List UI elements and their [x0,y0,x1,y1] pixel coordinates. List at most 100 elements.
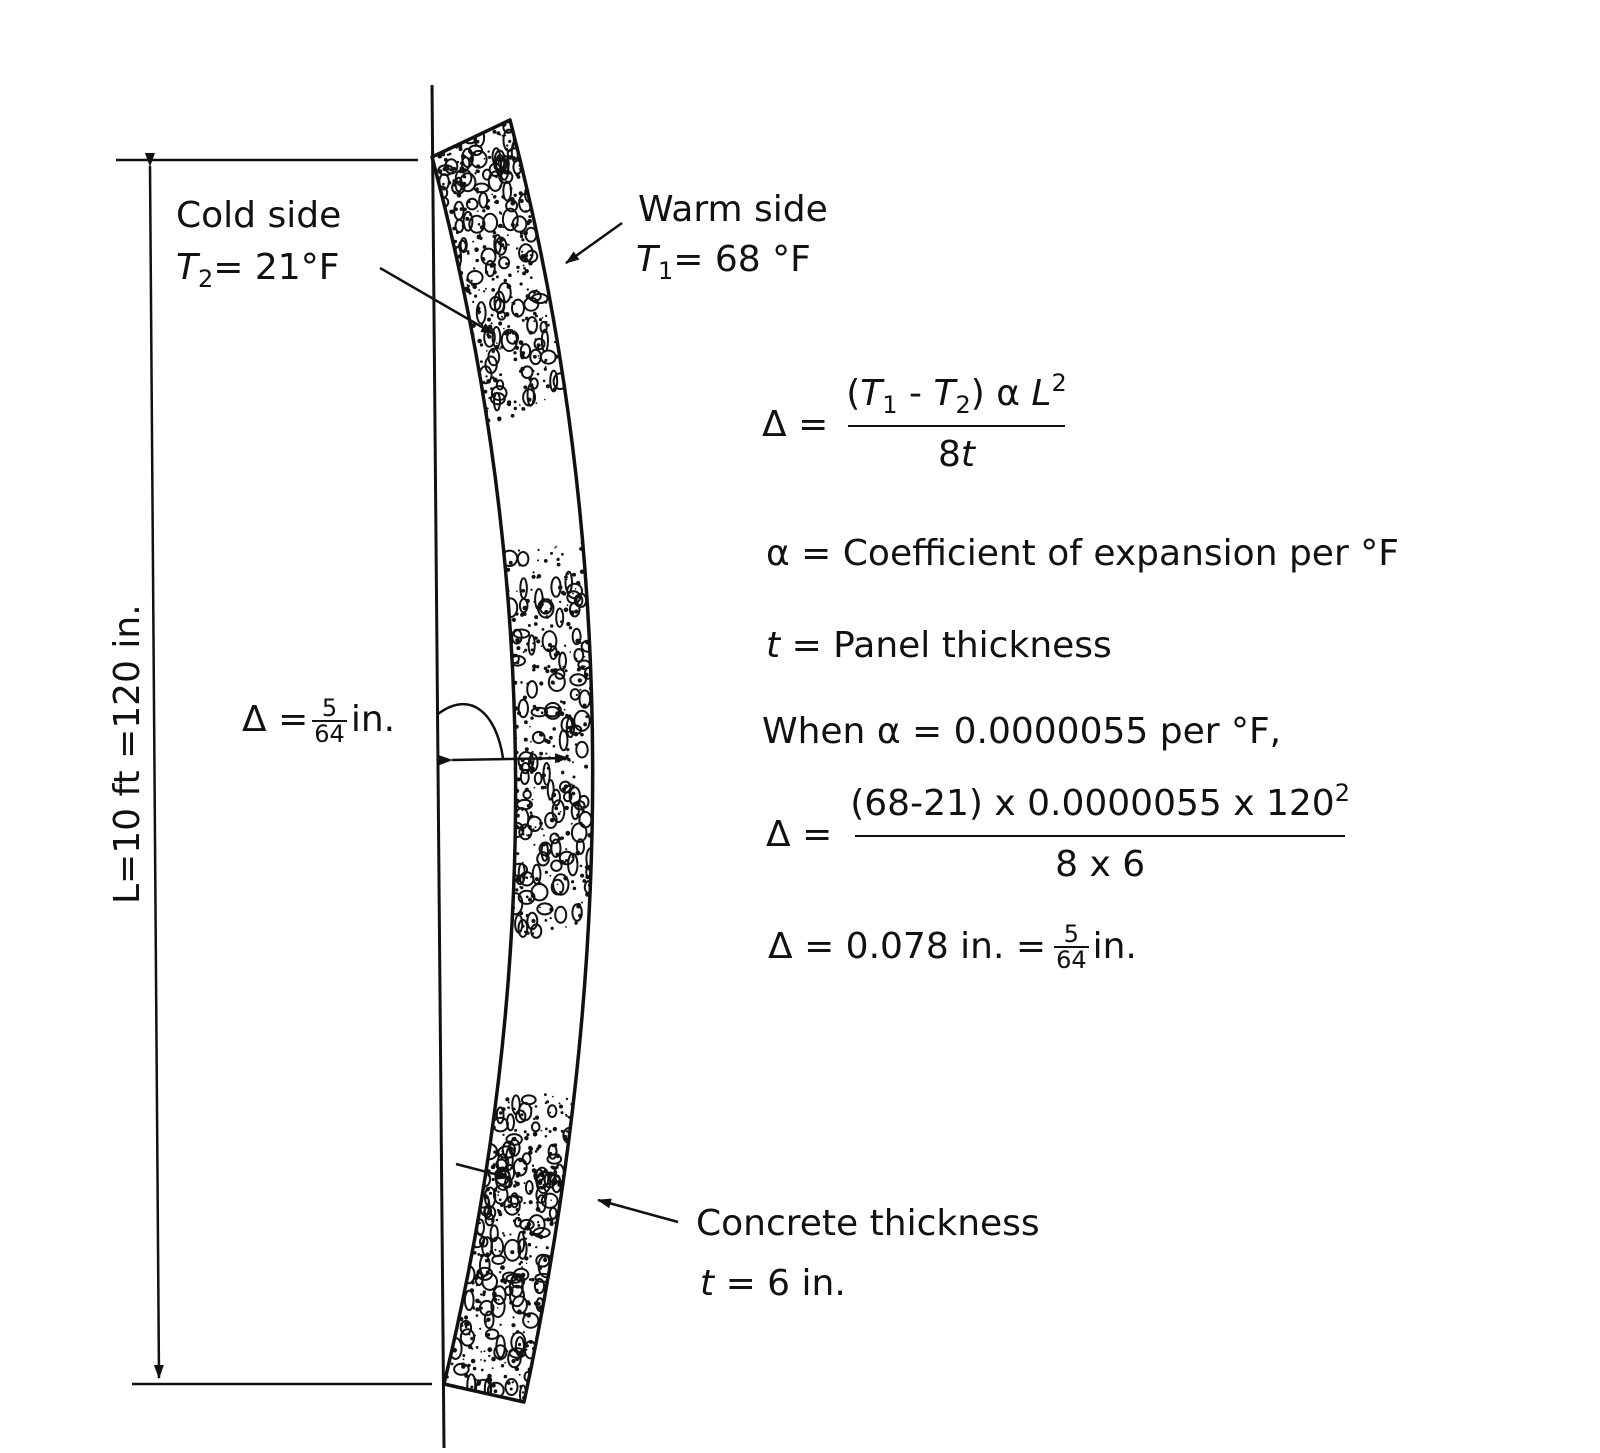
aggregate-dot [548,903,551,905]
aggregate-dot [579,864,583,868]
aggregate-dot [492,234,496,239]
aggregate-dot [504,312,510,317]
aggregate-dot [493,393,497,397]
aggregate-dot [497,1194,499,1196]
aggregate-dot [572,592,574,595]
aggregate-dot [518,168,521,170]
aggregate-dot [498,321,503,326]
aggregate-dot [563,708,566,711]
cold-side-temperature: T2= 21°F [176,247,339,292]
aggregate-dot [571,791,576,796]
aggregate-dot [475,1346,479,1349]
formula-den-8: 8 [937,434,961,475]
aggregate-dot [559,600,562,604]
aggregate-dot [545,669,550,674]
aggregate-dot [454,207,458,211]
aggregate-stone [548,1206,558,1220]
aggregate-dot [535,665,540,669]
aggregate-dot [537,559,540,562]
aggregate-dot [543,785,547,789]
aggregate-dot [541,628,545,631]
aggregate-stone [487,347,501,367]
aggregate-dot [521,861,524,864]
aggregate-dot [520,681,523,684]
calc-lhs: Δ = [766,813,833,855]
aggregate-dot [524,720,528,725]
aggregate-dot [538,731,544,737]
aggregate-stone [558,729,569,752]
aggregate-dot [511,1381,514,1384]
aggregate-dot [476,210,479,213]
aggregate-dot [497,1190,500,1194]
aggregate-stone [483,1205,497,1221]
aggregate-dot [492,231,497,235]
aggregate-dot [510,1250,515,1255]
aggregate-stone [490,392,506,406]
aggregate-stone [555,607,565,628]
aggregate-stone [550,859,563,872]
aggregate-dot [514,1366,519,1372]
aggregate-stone [480,247,497,266]
aggregate-dot [564,669,568,673]
aggregate-dot [537,574,542,579]
aggregate-dot [574,588,577,590]
aggregate-dot [521,1266,523,1269]
aggregate-stone [490,385,508,402]
aggregate-stone [520,1094,537,1106]
aggregate-dot [513,400,517,404]
aggregate-dot [542,834,545,837]
aggregate-texture [432,120,593,1402]
aggregate-dot [498,1250,501,1253]
aggregate-dot [503,330,509,336]
aggregate-dot [554,547,556,549]
aggregate-dot [475,1283,479,1287]
aggregate-dot [508,139,512,143]
aggregate-dot [523,737,528,742]
aggregate-dot [535,402,538,405]
aggregate-dot [479,1253,484,1258]
concrete-thickness-value: t = 6 in. [700,1266,846,1302]
calc-num-text: (68-21) x 0.0000055 x 120 [850,783,1335,824]
aggregate-dot [500,243,505,248]
aggregate-stone [478,1299,495,1317]
aggregate-dot [466,250,468,253]
aggregate-dot [527,1242,532,1247]
aggregate-dot [549,1217,554,1222]
aggregate-dot [490,1164,496,1170]
aggregate-dot [507,1101,510,1104]
aggregate-stone [547,1104,558,1118]
thickness-value-text: = 6 in. [725,1263,846,1304]
aggregate-dot [516,646,521,651]
aggregate-dot [481,257,486,262]
aggregate-dot [483,380,486,383]
aggregate-dot [537,1144,542,1149]
aggregate-dot [522,271,527,276]
height-label: L=10 ft =120 in. [107,604,148,904]
aggregate-dot [565,713,569,718]
aggregate-dot [486,333,490,336]
aggregate-dot [544,919,548,922]
aggregate-dot [515,638,520,643]
aggregate-dot [497,1298,500,1301]
aggregate-dot [491,376,495,380]
aggregate-stone [549,369,559,393]
aggregate-dot [513,193,517,197]
aggregate-dot [544,366,547,369]
aggregate-stone [515,1109,527,1124]
aggregate-dot [438,169,443,174]
aggregate-dot [491,1383,496,1388]
aggregate-dot [513,1184,517,1188]
aggregate-dot [537,1232,541,1237]
aggregate-dot [472,1307,475,1310]
aggregate-dot [506,400,512,405]
aggregate-dot [554,806,559,811]
aggregate-dot [538,357,540,360]
aggregate-stone [514,914,524,934]
t2-symbol: T [176,247,198,288]
aggregate-dot [541,317,544,319]
aggregate-stone [533,337,546,351]
aggregate-dot [531,1277,535,1282]
aggregate-dot [534,826,537,829]
aggregate-dot [518,1342,522,1347]
